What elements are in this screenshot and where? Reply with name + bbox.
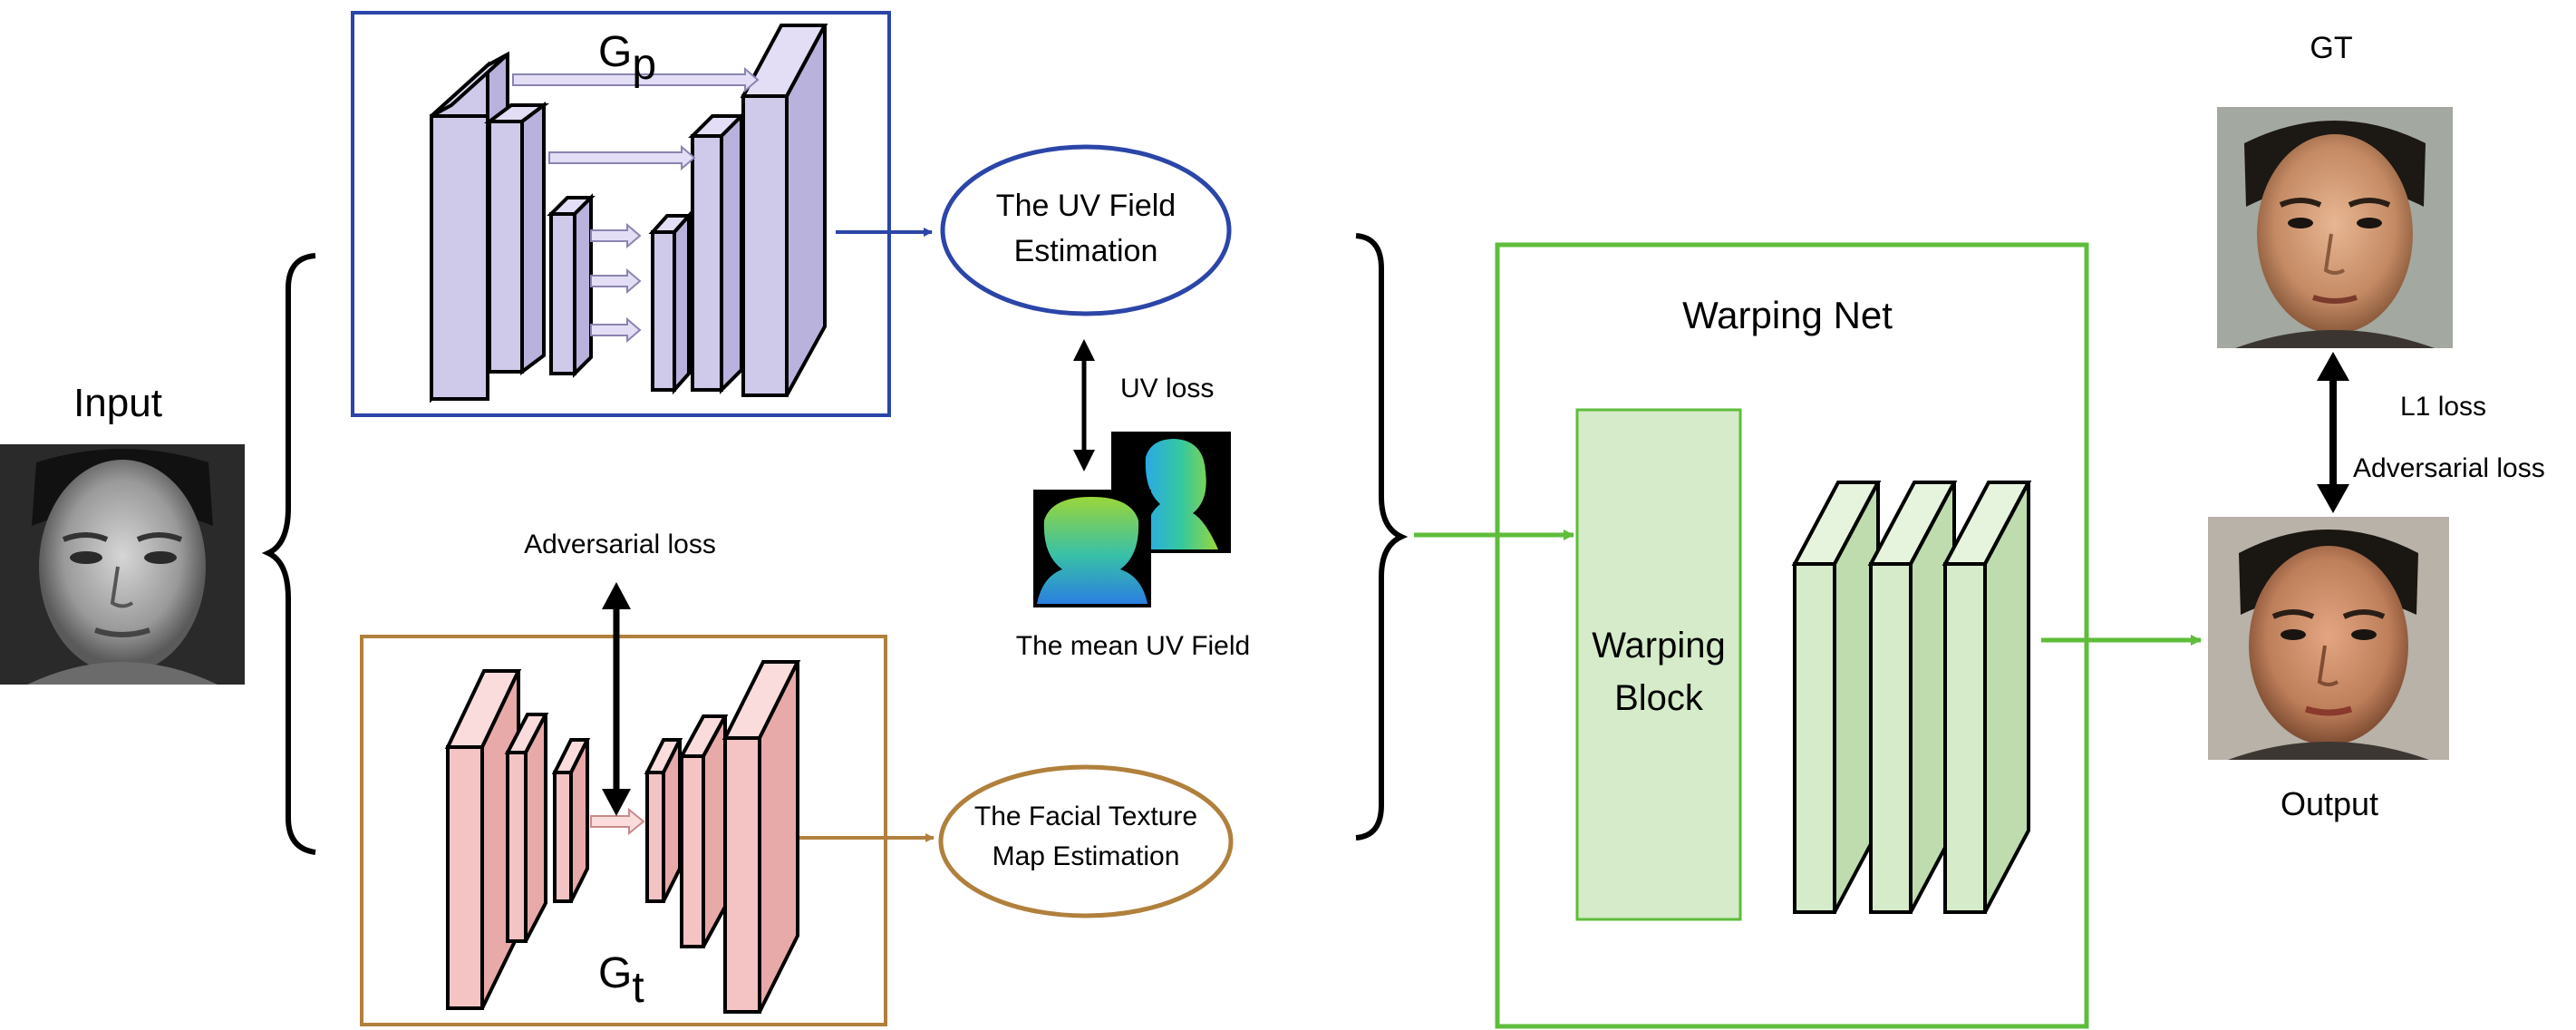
uv-loss-arrow — [1073, 339, 1095, 471]
uv-field-text-line2: Estimation — [1013, 234, 1158, 268]
input-face-image — [0, 444, 245, 685]
input-brace — [261, 253, 316, 855]
mean-uv-field-maps — [1033, 432, 1231, 607]
mean-uv-field-label: The mean UV Field — [1015, 631, 1251, 661]
output-label: Output — [2280, 785, 2379, 822]
warping-net-title: Warping Net — [1682, 294, 1893, 336]
uv-field-ellipse — [940, 144, 1232, 316]
texture-ellipse — [938, 764, 1234, 918]
gt-encoder-decoder-blocks — [444, 660, 801, 1014]
warping-block-text-line1: Warping — [1592, 626, 1726, 666]
warping-block — [1575, 408, 1742, 921]
gp-encoder-decoder-blocks — [430, 24, 828, 403]
gt-skip-connection — [590, 807, 645, 836]
gt-subscript: t — [632, 964, 644, 1012]
gp-subscript: p — [632, 41, 657, 89]
gp-skip-connections — [512, 66, 760, 344]
gp-main: G — [598, 28, 633, 76]
warping-net-layers — [1791, 481, 2032, 914]
texture-text-line1: The Facial Texture — [973, 802, 1198, 831]
gt-main: G — [598, 949, 633, 997]
gt-network-box — [360, 635, 887, 1026]
gt-output-loss-arrow — [2317, 352, 2349, 513]
gp-label: Gp — [598, 27, 656, 89]
warping-block-text-line2: Block — [1614, 678, 1703, 718]
uv-loss-label: UV loss — [1120, 374, 1215, 403]
texture-text-line2: Map Estimation — [992, 841, 1180, 871]
output-face-image — [2208, 517, 2449, 760]
gt-label: GT — [2310, 31, 2353, 65]
adversarial-loss-arrow-mid — [602, 582, 631, 816]
input-label: Input — [73, 381, 162, 425]
adversarial-loss-mid-label: Adversarial loss — [524, 530, 716, 559]
uv-field-text-line1: The UV Field — [995, 189, 1177, 223]
warping-net-box — [1495, 242, 2089, 1029]
estimation-brace — [1355, 233, 1409, 841]
l1-loss-label: L1 loss — [2400, 392, 2487, 422]
gt-net-label: Gt — [598, 948, 644, 1012]
gp-network-box — [351, 11, 891, 417]
gt-face-image — [2217, 107, 2453, 348]
adversarial-loss-right-label: Adversarial loss — [2353, 453, 2545, 483]
